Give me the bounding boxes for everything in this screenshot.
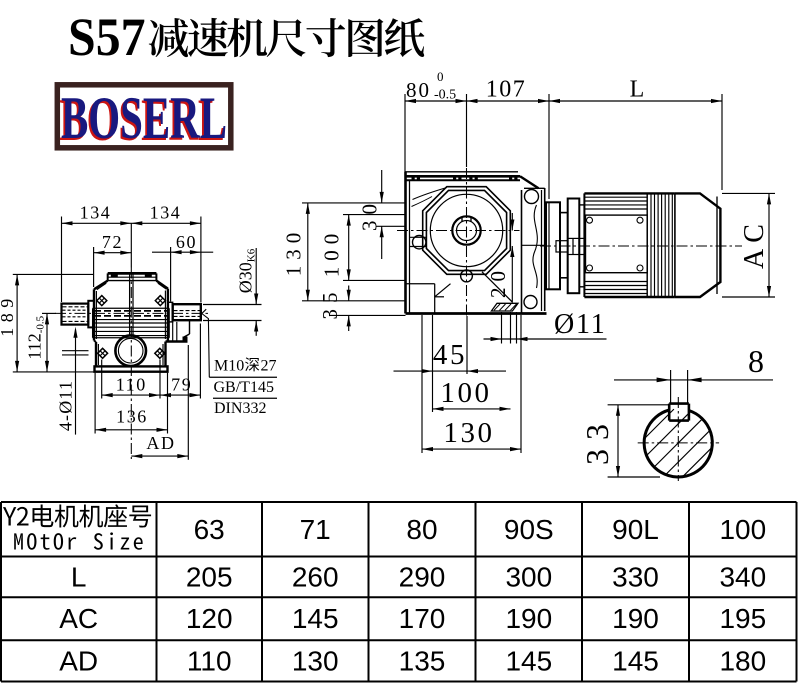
svg-text:145: 145 (505, 645, 552, 676)
svg-text:189: 189 (0, 293, 17, 337)
svg-text:27: 27 (261, 358, 277, 375)
svg-text:130: 130 (292, 645, 339, 676)
svg-text:190: 190 (505, 603, 552, 634)
svg-text:Ø11: Ø11 (554, 309, 607, 340)
svg-text:90S: 90S (504, 514, 554, 545)
svg-text:136: 136 (116, 407, 148, 427)
svg-text:135: 135 (399, 645, 446, 676)
svg-text:72: 72 (102, 232, 123, 252)
svg-text:79: 79 (171, 374, 192, 394)
svg-text:134: 134 (150, 202, 182, 222)
svg-text:130: 130 (443, 417, 494, 449)
svg-text:8: 8 (748, 343, 764, 379)
svg-text:100: 100 (440, 377, 491, 409)
svg-text:-0.5: -0.5 (434, 88, 456, 103)
svg-text:340: 340 (719, 561, 766, 592)
svg-text:35: 35 (318, 287, 342, 320)
svg-text:330: 330 (612, 561, 659, 592)
svg-text:60: 60 (176, 232, 197, 252)
svg-text:AC: AC (59, 603, 98, 634)
svg-text:107: 107 (486, 77, 527, 103)
svg-text:20: 20 (486, 265, 510, 298)
svg-text:90L: 90L (612, 514, 659, 545)
svg-text:260: 260 (292, 561, 339, 592)
svg-text:S57: S57 (68, 7, 146, 67)
svg-text:AD: AD (146, 433, 175, 453)
svg-text:195: 195 (719, 603, 766, 634)
svg-text:71: 71 (300, 514, 331, 545)
svg-text:110: 110 (116, 374, 147, 394)
svg-text:M10: M10 (214, 358, 244, 375)
svg-text:180: 180 (719, 645, 766, 676)
svg-text:33: 33 (579, 415, 615, 465)
svg-text:100: 100 (319, 228, 343, 278)
svg-text:145: 145 (292, 603, 339, 634)
svg-text:290: 290 (399, 561, 446, 592)
svg-text:4-Ø11: 4-Ø11 (56, 380, 76, 431)
svg-text:134: 134 (80, 202, 112, 222)
svg-text:80: 80 (406, 514, 437, 545)
svg-text:205: 205 (186, 561, 233, 592)
svg-text:170: 170 (399, 603, 446, 634)
svg-text:L: L (630, 77, 645, 103)
svg-text:30: 30 (357, 198, 381, 231)
svg-text:BOSERL: BOSERL (61, 85, 227, 151)
svg-text:AD: AD (59, 645, 98, 676)
svg-text:190: 190 (612, 603, 659, 634)
svg-text:DIN332: DIN332 (214, 400, 266, 417)
svg-text:GB/T145: GB/T145 (214, 379, 274, 396)
svg-text:110: 110 (187, 645, 232, 676)
svg-text:0: 0 (437, 69, 444, 84)
svg-text:120: 120 (186, 603, 233, 634)
svg-text:L: L (71, 561, 87, 592)
svg-text:100: 100 (719, 514, 766, 545)
svg-text:BOSERL: BOSERL (59, 87, 225, 153)
svg-text:63: 63 (194, 514, 225, 545)
svg-text:300: 300 (505, 561, 552, 592)
svg-text:AC: AC (739, 218, 770, 269)
svg-text:45: 45 (433, 339, 467, 371)
svg-text:80: 80 (406, 78, 431, 102)
svg-text:130: 130 (281, 227, 305, 277)
svg-text:145: 145 (612, 645, 659, 676)
